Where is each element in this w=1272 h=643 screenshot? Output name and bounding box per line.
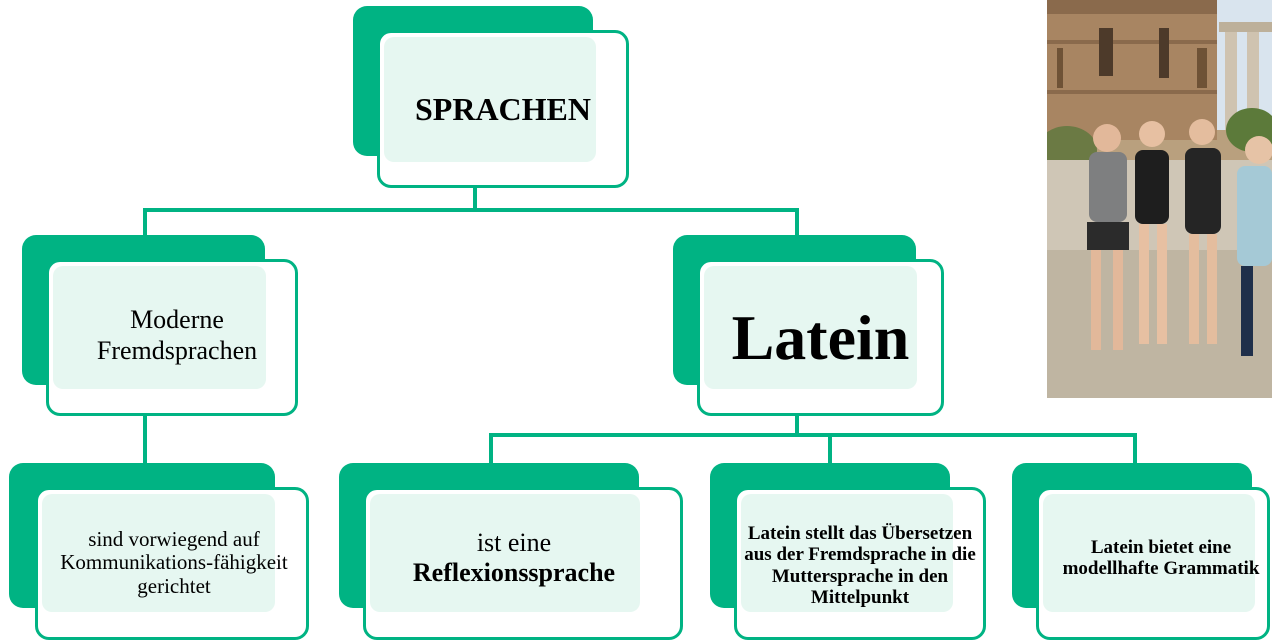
node-reflexion-line2: Reflexionssprache <box>412 558 616 587</box>
node-modern: Moderne Fremdsprachen <box>22 235 300 417</box>
node-grammar: Latein bietet eine modellhafte Grammatik <box>1012 463 1270 641</box>
connector-to-grammar <box>1133 433 1137 465</box>
node-reflexion: ist eine Reflexionssprache <box>339 463 685 641</box>
node-modern-tint <box>53 266 266 389</box>
node-reflexion-line1: ist eine <box>476 528 552 557</box>
node-reflexion-tint <box>370 494 640 612</box>
node-grammar-card <box>1036 487 1270 640</box>
node-latin-tint <box>704 266 917 389</box>
node-root-label: SPRACHEN <box>414 90 591 127</box>
node-root: SPRACHEN <box>353 6 631 188</box>
node-latin-card <box>697 259 944 416</box>
node-translation-tint <box>741 494 953 612</box>
connector-to-translation <box>828 433 832 465</box>
node-modern-card <box>46 259 298 416</box>
connector-to-modern <box>143 208 147 238</box>
node-grammar-label: Latein bietet eine modellhafte Grammatik <box>1062 536 1260 579</box>
photo-illustration <box>1047 0 1272 398</box>
node-reflexion-label: ist eine Reflexionssprache <box>379 503 649 613</box>
connector-latin-down <box>795 410 799 437</box>
node-modern-desc: sind vorwiegend auf Kommunikations-fähig… <box>9 463 310 641</box>
node-modern-desc-label: sind vorwiegend auf Kommunikations-fähig… <box>60 527 288 598</box>
node-root-card <box>377 30 629 188</box>
node-latin-label: Latein <box>731 302 910 373</box>
node-root-tint <box>384 37 596 162</box>
node-translation-card <box>734 487 986 640</box>
connector-modern-down <box>143 410 147 465</box>
node-grammar-tint <box>1043 494 1255 612</box>
node-modern-desc-tint <box>42 494 275 612</box>
node-translation: Latein stellt das Übersetzen aus der Fre… <box>710 463 988 641</box>
connector-to-latin <box>795 208 799 238</box>
connector-level2-bar <box>489 433 1137 437</box>
connector-root-down <box>473 185 477 212</box>
connector-level1-bar <box>143 208 799 212</box>
node-translation-label: Latein stellt das Übersetzen aus der Fre… <box>744 522 976 608</box>
node-reflexion-card <box>363 487 683 640</box>
node-modern-label: Moderne Fremdsprachen <box>96 304 258 365</box>
node-latin: Latein <box>673 235 946 417</box>
node-modern-desc-card <box>35 487 309 640</box>
connector-to-reflexion <box>489 433 493 465</box>
group-photo-rome <box>1047 0 1272 398</box>
